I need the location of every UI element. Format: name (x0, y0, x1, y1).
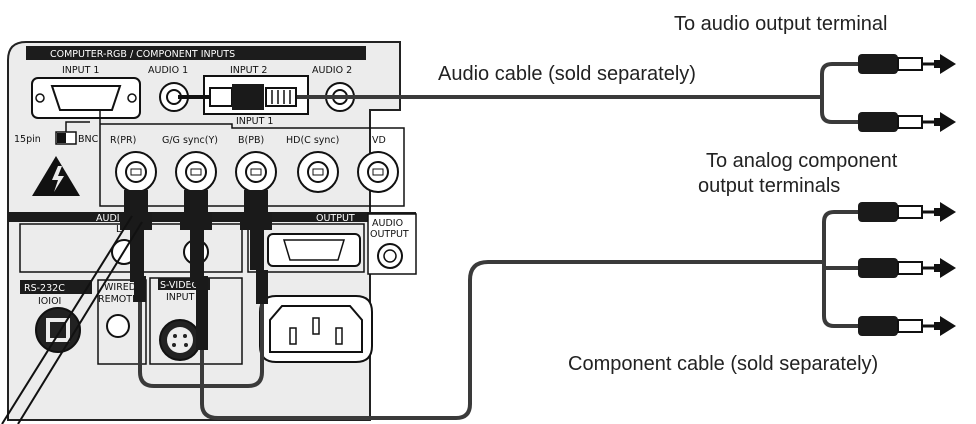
component-rca-plug-bottom (858, 316, 956, 336)
output-dsub-port[interactable] (267, 233, 361, 267)
bnc-plug-g (180, 190, 212, 282)
audio-output-jack[interactable] (377, 243, 403, 269)
audio-cable-label: Audio cable (sold separately) (438, 63, 696, 85)
switch-15pin-label: 15pin (14, 134, 41, 145)
bnc-hd-label: HD(C sync) (286, 135, 339, 146)
bnc-g-jack[interactable] (175, 151, 217, 193)
bnc-g-label: G/G sync(Y) (162, 135, 218, 146)
switch-bnc-label: BNC (78, 134, 99, 145)
svideo-label-1: S-VIDEO (160, 280, 199, 291)
audio-rca-plug-bottom (858, 112, 956, 132)
audio2-label: AUDIO 2 (312, 65, 352, 76)
audio-output-label-2: OUTPUT (370, 229, 409, 240)
rs232c-label: RS-232C (24, 283, 65, 294)
arrow-right-icon (934, 202, 956, 222)
bnc-r-jack[interactable] (115, 151, 157, 193)
audio-output-label-1: AUDIO (372, 218, 403, 229)
bnc-b-jack[interactable] (235, 151, 277, 193)
wired-remote-jack[interactable] (106, 314, 130, 338)
ac-power-inlet[interactable] (259, 295, 373, 363)
component-cable (138, 210, 860, 420)
arrow-right-icon (934, 316, 956, 336)
arrow-right-icon (934, 258, 956, 278)
wired-remote-label-1: WIRED (104, 282, 136, 293)
bnc-plug-b (240, 190, 272, 270)
audio-l-label: L (116, 224, 122, 235)
input1-dsub-port[interactable] (31, 77, 141, 119)
rs232c-port[interactable] (35, 307, 81, 353)
pointer-line-1 (1, 215, 133, 424)
wired-remote-label-2: REMOTE (98, 294, 138, 305)
arrow-right-icon (934, 112, 956, 132)
warning-icon (32, 156, 80, 196)
audio-output-terminal-label: To audio output terminal (674, 13, 887, 35)
bnc-vd-jack[interactable] (357, 151, 399, 193)
svideo-label-2: INPUT (166, 292, 195, 303)
input-select-switch[interactable] (55, 131, 77, 145)
inputs-header-label: COMPUTER-RGB / COMPONENT INPUTS (50, 49, 235, 60)
component-cable-label: Component cable (sold separately) (568, 353, 878, 375)
rs232c-symbol: IOIOI (38, 296, 61, 307)
input1-label: INPUT 1 (62, 65, 99, 76)
analog-component-label-2: output terminals (698, 175, 840, 197)
svideo-port[interactable] (159, 319, 201, 361)
input2-label: INPUT 2 (230, 65, 267, 76)
pointer-line-2 (17, 221, 143, 424)
bnc-hd-jack[interactable] (297, 151, 339, 193)
inputs-header-bar (26, 46, 366, 60)
component-rca-plug-middle (858, 258, 956, 278)
audio1-jack[interactable] (159, 82, 189, 112)
bnc-b-label: B(PB) (238, 135, 264, 146)
audio-mini-plug (178, 84, 297, 110)
rca-plugs-lower (134, 270, 268, 350)
audio-rca-plug-top (858, 54, 956, 74)
arrow-right-icon (934, 54, 956, 74)
audio-cable (296, 62, 860, 124)
audio1-label: AUDIO 1 (148, 65, 188, 76)
bnc-plug-r (120, 190, 152, 282)
component-rca-plug-top (858, 202, 956, 222)
input1-row-label: INPUT 1 (236, 116, 273, 127)
output-label: OUTPUT (316, 213, 355, 224)
audio-in-label: AUDIO (96, 213, 127, 224)
analog-component-label-1: To analog component (706, 150, 898, 172)
bnc-vd-label: VD (372, 135, 386, 146)
bnc-group-box (99, 110, 405, 207)
bnc-r-label: R(PR) (110, 135, 136, 146)
